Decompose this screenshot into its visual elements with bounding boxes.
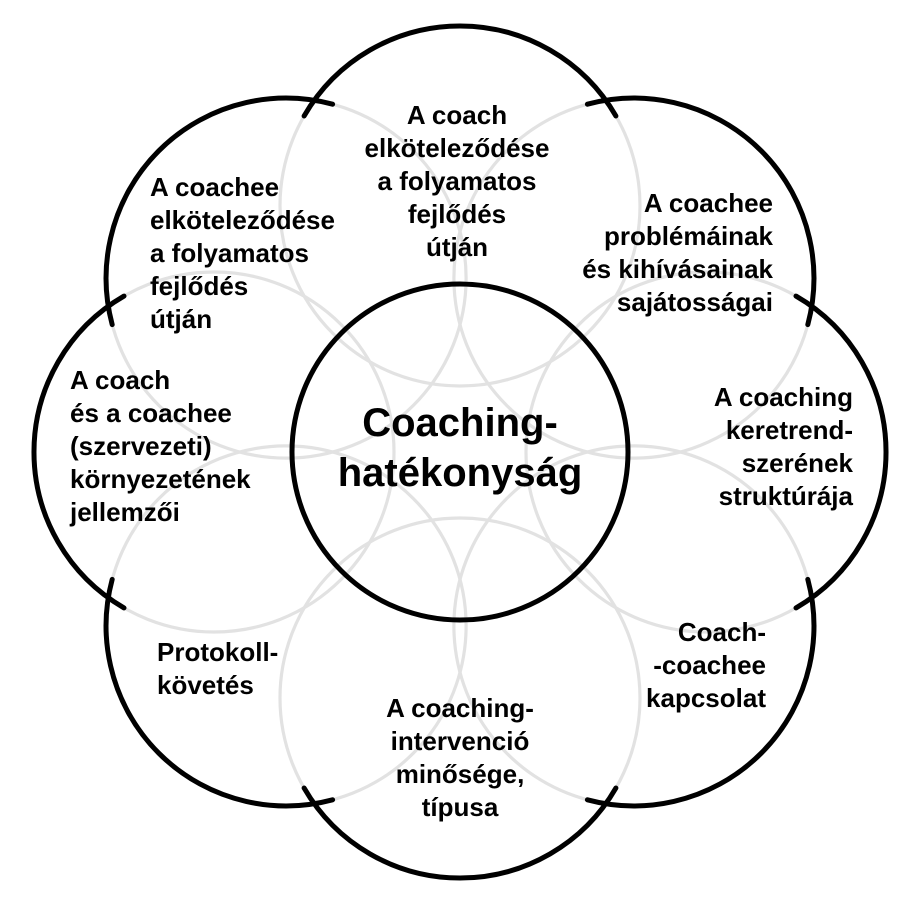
petal-label-top: A coach elköteleződése a folyamatos fejl… [364,100,550,262]
outer-arc-top-right [584,95,817,328]
petal-label-bottom-left: Protokoll- követés [157,637,279,700]
outer-arc-bottom [301,785,619,881]
outer-arc-top [301,23,619,119]
outer-arc-top-left [103,95,336,328]
petal-label-left: A coach és a coachee (szervezeti) környe… [70,365,251,527]
petal-label-bottom: A coaching- intervenció minősége, típusa [386,693,534,822]
outer-arc-right [793,293,889,611]
center-circle [289,281,631,623]
center-circle-label: Coaching- hatékonyság [337,401,583,495]
petal-label-top-right: A coachee problémáinak és kihívásainak s… [582,188,773,317]
petal-label-top-left: A coachee elköteleződése a folyamatos fe… [150,172,335,334]
petal-label-bottom-right: Coach- -coachee kapcsolat [646,617,766,713]
outer-arc-left [31,293,127,611]
outer-arc-bottom-left [103,576,336,809]
petal-label-right: A coaching keretrend- szerének struktúrá… [713,382,853,511]
outer-arc-bottom-right [584,576,817,809]
